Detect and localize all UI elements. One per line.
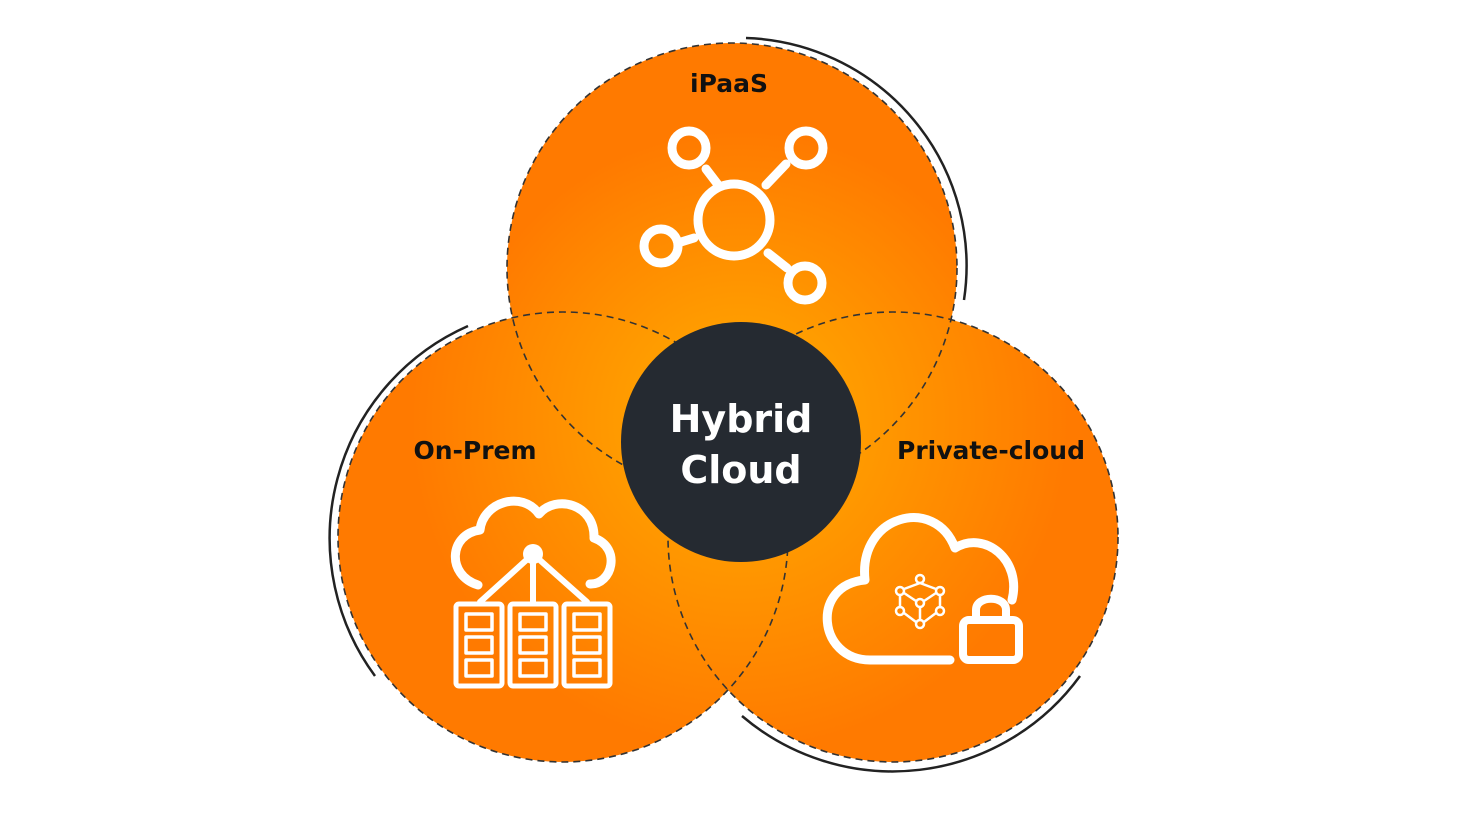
network-hub-icon bbox=[639, 126, 828, 305]
center-label-line1: Hybrid bbox=[670, 397, 813, 441]
outer-arc-top bbox=[745, 36, 968, 301]
outer-arc-right bbox=[741, 675, 1082, 773]
label-private-cloud: Private-cloud bbox=[897, 436, 1085, 465]
center-label-line2: Cloud bbox=[680, 448, 801, 492]
outer-arc-left bbox=[328, 324, 469, 677]
hybrid-cloud-center bbox=[621, 322, 861, 562]
cloud-servers-icon bbox=[450, 496, 616, 689]
label-on-prem: On-Prem bbox=[413, 436, 536, 465]
secure-cloud-icon bbox=[822, 513, 1023, 665]
venn-outline-private-cloud bbox=[667, 311, 1119, 763]
label-ipaas: iPaaS bbox=[690, 69, 768, 98]
